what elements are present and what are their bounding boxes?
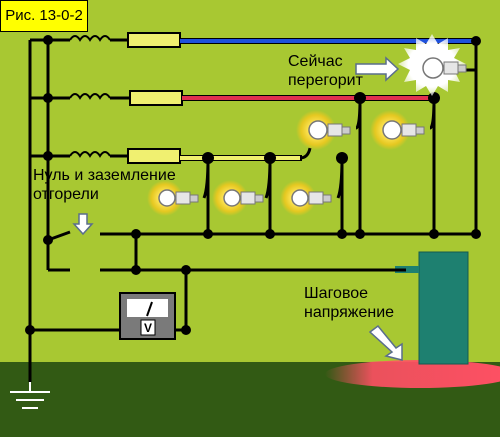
cabinet-bolt [395,266,419,273]
load-wiring [100,41,478,332]
junction-dots [25,35,481,335]
equipment-cabinet [418,251,469,365]
label-line: Нуль и заземление [33,167,176,184]
figure-caption: Рис. 13-0-2 [0,0,88,32]
bursting-lamp [398,34,467,96]
lamp-4 [212,180,264,216]
step-voltage-label: Шаговое напряжение [304,284,394,322]
label-line: отгорели [33,186,99,203]
label-line: перегорит [288,72,363,89]
meter-unit-label: V [144,321,152,335]
transformer-coils [69,35,111,158]
label-line: Сейчас [288,53,343,70]
coil-to-fuse-wires [110,38,130,158]
step-voltage-glow [325,360,500,388]
lamp-5 [280,180,332,216]
arrow-burning [355,56,400,82]
left-bus [28,38,120,382]
lamp-1 [296,110,351,150]
ground-symbol [10,382,50,409]
label-line: Шаговое [304,285,369,302]
lamp-2 [370,110,425,150]
voltmeter: V [119,292,176,340]
arrow-down-neutral [72,213,94,236]
arrow-step [368,324,403,361]
burning-label: Сейчас перегорит [288,52,363,90]
fuses [127,32,183,164]
neutral-burned-label: Нуль и заземление отгорели [33,166,176,204]
label-line: напряжение [304,304,395,321]
lamp-3 [147,180,199,216]
